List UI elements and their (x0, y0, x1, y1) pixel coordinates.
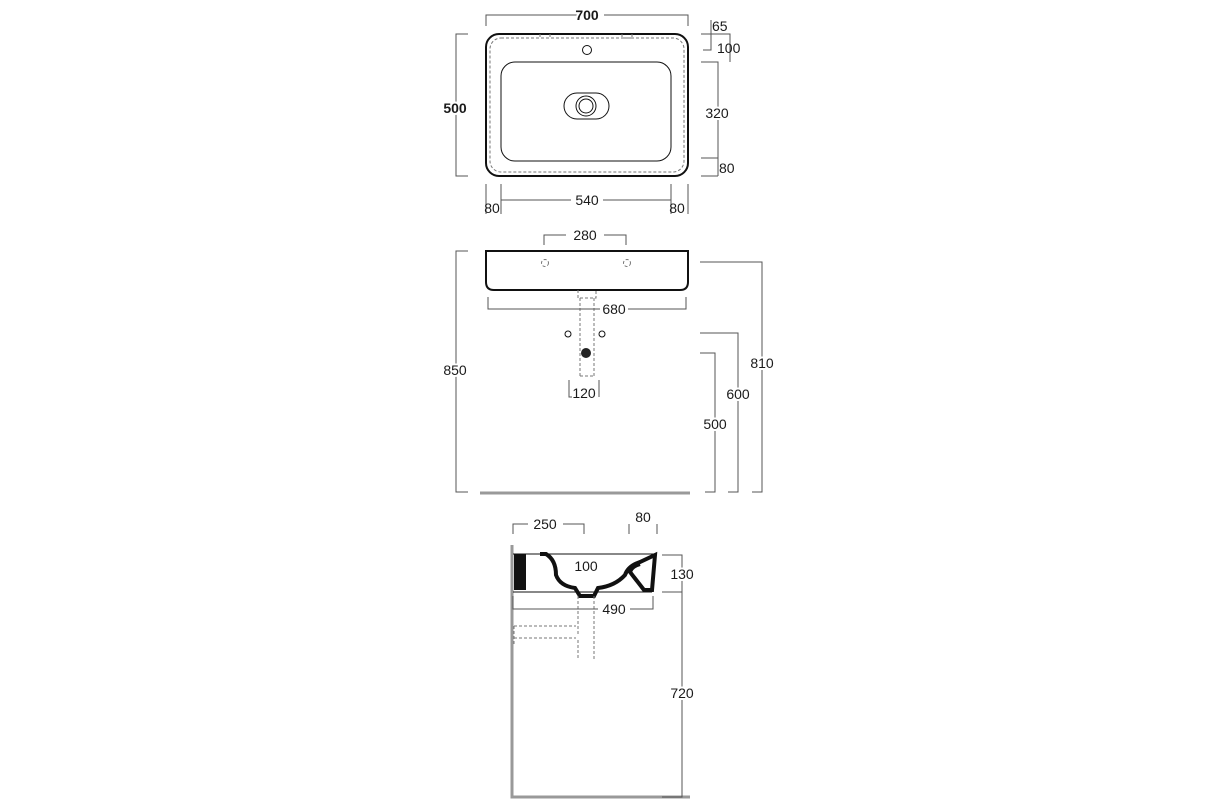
dim-tap-spacing: 280 (573, 227, 597, 243)
dim-width-overall: 700 (575, 7, 599, 23)
fixing-hidden (539, 34, 633, 39)
basin-outline-front (485, 250, 689, 291)
waste-trap (577, 290, 597, 377)
dim-line (700, 261, 763, 493)
dim-bowl-depth: 100 (574, 558, 598, 574)
dim-front-width: 680 (602, 301, 626, 317)
drain-inner (578, 98, 594, 114)
dim-basin-depth: 320 (705, 105, 729, 121)
hidden-edge (489, 37, 685, 173)
dim-depth-overall: 500 (443, 100, 467, 116)
fixing-hole-icon (541, 259, 549, 267)
top-view: 700 500 65 100 320 80 80 540 80 (441, 5, 741, 216)
dim-line (455, 33, 468, 177)
valve-icon (564, 330, 572, 338)
dim-line (485, 14, 689, 26)
fixing-hole-icon (623, 259, 631, 267)
dim-line (455, 250, 468, 493)
dim-supply-spacing: 120 (572, 385, 596, 401)
dim-supply-height: 500 (703, 416, 727, 432)
valve-icon (598, 330, 606, 338)
dim-line (543, 234, 627, 245)
dim-projection: 490 (602, 601, 626, 617)
dim-line (568, 380, 600, 398)
front-view: 280 680 850 810 600 500 120 (441, 227, 776, 495)
basin-outline-top (485, 33, 689, 177)
side-view: 250 80 100 130 720 490 (510, 509, 696, 799)
dim-line (485, 184, 689, 214)
dim-line (662, 554, 683, 798)
bowl-section (540, 551, 658, 598)
wall-and-floor (510, 545, 690, 799)
dim-total-height: 850 (443, 362, 467, 378)
dim-waste-height: 600 (726, 386, 750, 402)
dim-line (512, 596, 654, 610)
dim-line (628, 524, 658, 534)
dim-line (512, 523, 585, 534)
dim-rim-front: 100 (717, 40, 741, 56)
dim-floor-to-base: 720 (670, 685, 694, 701)
dim-rim-width: 80 (635, 509, 651, 525)
dim-drain-offset: 250 (533, 516, 557, 532)
dim-side-right: 80 (669, 200, 685, 216)
waste-outlet-icon (581, 348, 591, 358)
basin-edges (513, 553, 657, 593)
dim-rim-back: 80 (719, 160, 735, 176)
back-rim-section (514, 554, 526, 590)
dim-side-left: 80 (484, 200, 500, 216)
tap-hole-icon (582, 45, 592, 55)
dim-basin-height: 130 (670, 566, 694, 582)
drain-surround (563, 92, 610, 120)
dim-basin-width: 540 (575, 192, 599, 208)
dim-rim-height: 810 (750, 355, 774, 371)
dim-line (701, 20, 731, 177)
bowl-outline (500, 61, 672, 162)
side-trap (513, 596, 595, 660)
drain-icon (575, 95, 597, 117)
dim-line (487, 297, 687, 310)
dim-tap-offset: 65 (712, 18, 728, 34)
